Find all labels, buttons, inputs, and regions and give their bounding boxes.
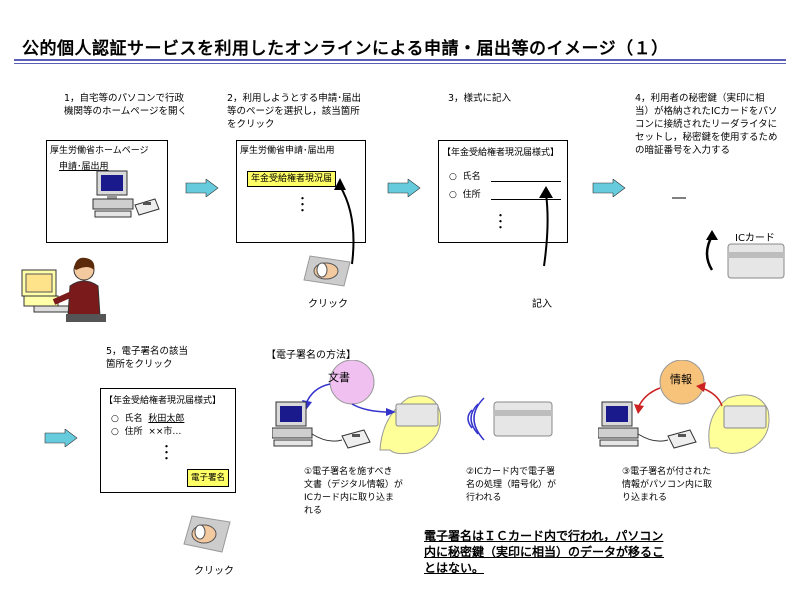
click-label-1: クリック [308, 299, 348, 310]
signed-name-row: ○ 氏名 秋田太郎 [111, 414, 185, 424]
flow-arrow-3 [592, 179, 626, 197]
flow-arrow-4 [44, 429, 78, 447]
signature-form-window: 【年金受給権者現況届様式】 ○ 氏名 秋田太郎 ○ 住所 ××市… ・・・ 電子… [100, 388, 236, 493]
step-5-caption: 5，電子署名の該当箇所をクリック [106, 346, 189, 370]
key-note: 電子署名はＩＣカード内で行われ，パソコン内に秘密鍵（実印に相当）のデータが移るこ… [424, 529, 665, 575]
signature-step-2-caption: ②ICカード内で電子署名の処理（暗号化）が行われる [466, 467, 557, 503]
address-field-row: ○ 住所 [449, 190, 481, 200]
signature-step-3-illustration [598, 360, 770, 454]
page-title: 公的個人認証サービスを利用したオンラインによる申請・届出等のイメージ（１） [22, 39, 669, 59]
user-at-computer-illustration [21, 257, 106, 322]
name-field-row: ○ 氏名 [449, 172, 481, 182]
application-page-window: 厚生労働省申請･届出用 年金受給権者現況届 ・・・ [236, 140, 366, 243]
pin-entry-dash: ― [672, 190, 686, 206]
document-bubble-label: 文書 [328, 371, 350, 384]
name-input-line[interactable] [491, 181, 561, 182]
computer-icon [92, 170, 160, 218]
ic-card-icon [705, 230, 785, 279]
step-4-caption: 4，利用者の秘密鍵（実印に相当）が格納されたICカードをパソコンに接続されたリー… [635, 93, 778, 156]
pointer-curve-arrow-2 [334, 178, 355, 265]
click-label-2: クリック [194, 566, 234, 577]
write-label: 記入 [532, 299, 552, 310]
signature-method-heading: 【電子署名の方法】 [266, 350, 356, 361]
more-items-dots: ・・・ [297, 192, 308, 217]
title-rule [14, 59, 786, 61]
application-page-heading: 厚生労働省申請･届出用 [240, 146, 335, 156]
signature-step-2-card-illustration [467, 397, 553, 441]
step-1-caption: 1，自宅等のパソコンで行政機関等のホームページを開く [64, 93, 188, 117]
address-input-line[interactable] [491, 199, 561, 200]
writing-curve-arrow [539, 186, 553, 267]
info-bubble-label: 情報 [670, 373, 692, 386]
signature-step-1-illustration [272, 360, 441, 455]
step-3-caption: 3，様式に記入 [448, 93, 512, 104]
ic-card-label: ICカード [735, 233, 775, 244]
flow-arrow-2 [387, 179, 421, 197]
step-2-caption: 2，利用しようとする申請･届出等のページを選択し，該当箇所をクリック [227, 93, 362, 130]
signature-step-3-caption: ③電子署名が付された情報がパソコン内に取り込まれる [622, 467, 713, 503]
homepage-window: 厚生労働省ホームページ 申請･届出用 [46, 140, 168, 243]
digital-signature-button[interactable]: 電子署名 [187, 469, 230, 487]
mouse-click-hand-1 [303, 255, 351, 287]
form-more-dots: ・・・ [495, 209, 506, 234]
apply-link[interactable]: 申請･届出用 [59, 162, 109, 172]
flow-arrow-1 [185, 179, 219, 197]
signature-form-heading: 【年金受給権者現況届様式】 [104, 396, 222, 406]
form-heading: 【年金受給権者現況届様式】 [442, 148, 560, 158]
title-rule-thin [14, 63, 786, 64]
signature-form-dots: ・・・ [161, 440, 172, 465]
mouse-click-hand-2 [183, 515, 231, 553]
signed-address-row: ○ 住所 ××市… [111, 427, 182, 437]
homepage-heading: 厚生労働省ホームページ [50, 146, 149, 156]
pension-report-link[interactable]: 年金受給権者現況届 [247, 171, 337, 187]
